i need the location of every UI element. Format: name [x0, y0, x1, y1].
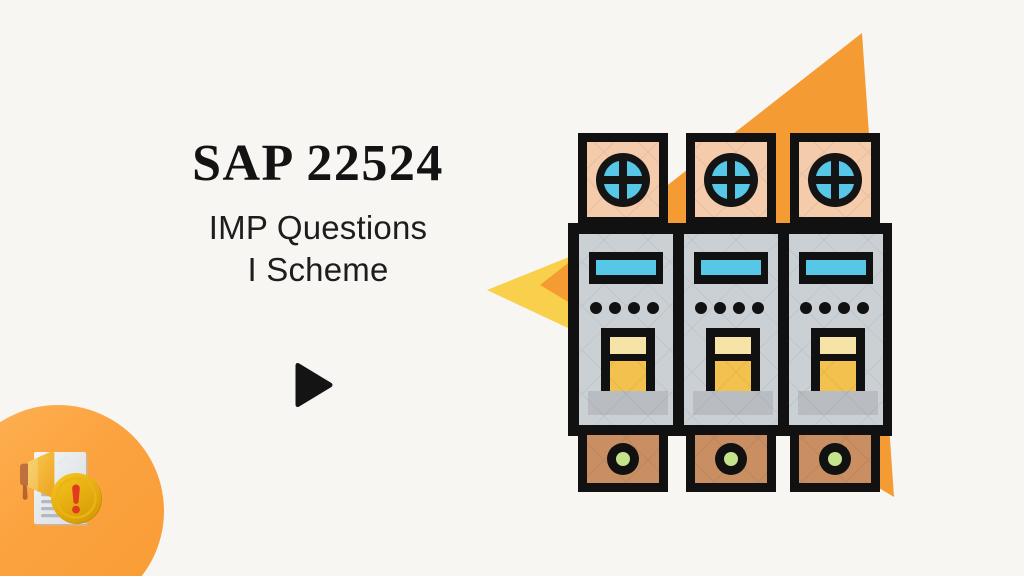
- alert-badge-icon: [51, 473, 102, 524]
- pole-1-dial-icon: [596, 153, 650, 207]
- subtitle-line-2: I Scheme: [247, 251, 389, 289]
- circuit-breaker-illustration: [568, 133, 892, 492]
- pole-3-dial-icon: [808, 153, 862, 207]
- announcement-megaphone-icon: [20, 451, 102, 526]
- page-subtitle: IMP Questions I Scheme: [96, 207, 540, 291]
- breaker-main-body: [568, 223, 892, 436]
- megaphone-icon: [20, 451, 71, 500]
- pole-3-bottom-cap: [790, 426, 880, 492]
- pole-3-top-cap: [790, 133, 880, 226]
- play-button[interactable]: [291, 362, 335, 408]
- page-title: SAP 22524: [192, 135, 444, 192]
- subtitle-line-1: IMP Questions: [208, 209, 428, 247]
- pole-2-bottom-cap: [686, 426, 776, 492]
- pole-1-bottom-cap: [578, 426, 668, 492]
- pole-2-top-cap: [686, 133, 776, 226]
- play-triangle-icon: [295, 362, 333, 408]
- breaker-base-plates: [588, 391, 878, 415]
- pole-2-dial-icon: [704, 153, 758, 207]
- title-group: SAP 22524 IMP Questions I Scheme: [96, 136, 540, 292]
- pole-1-top-cap: [578, 133, 668, 226]
